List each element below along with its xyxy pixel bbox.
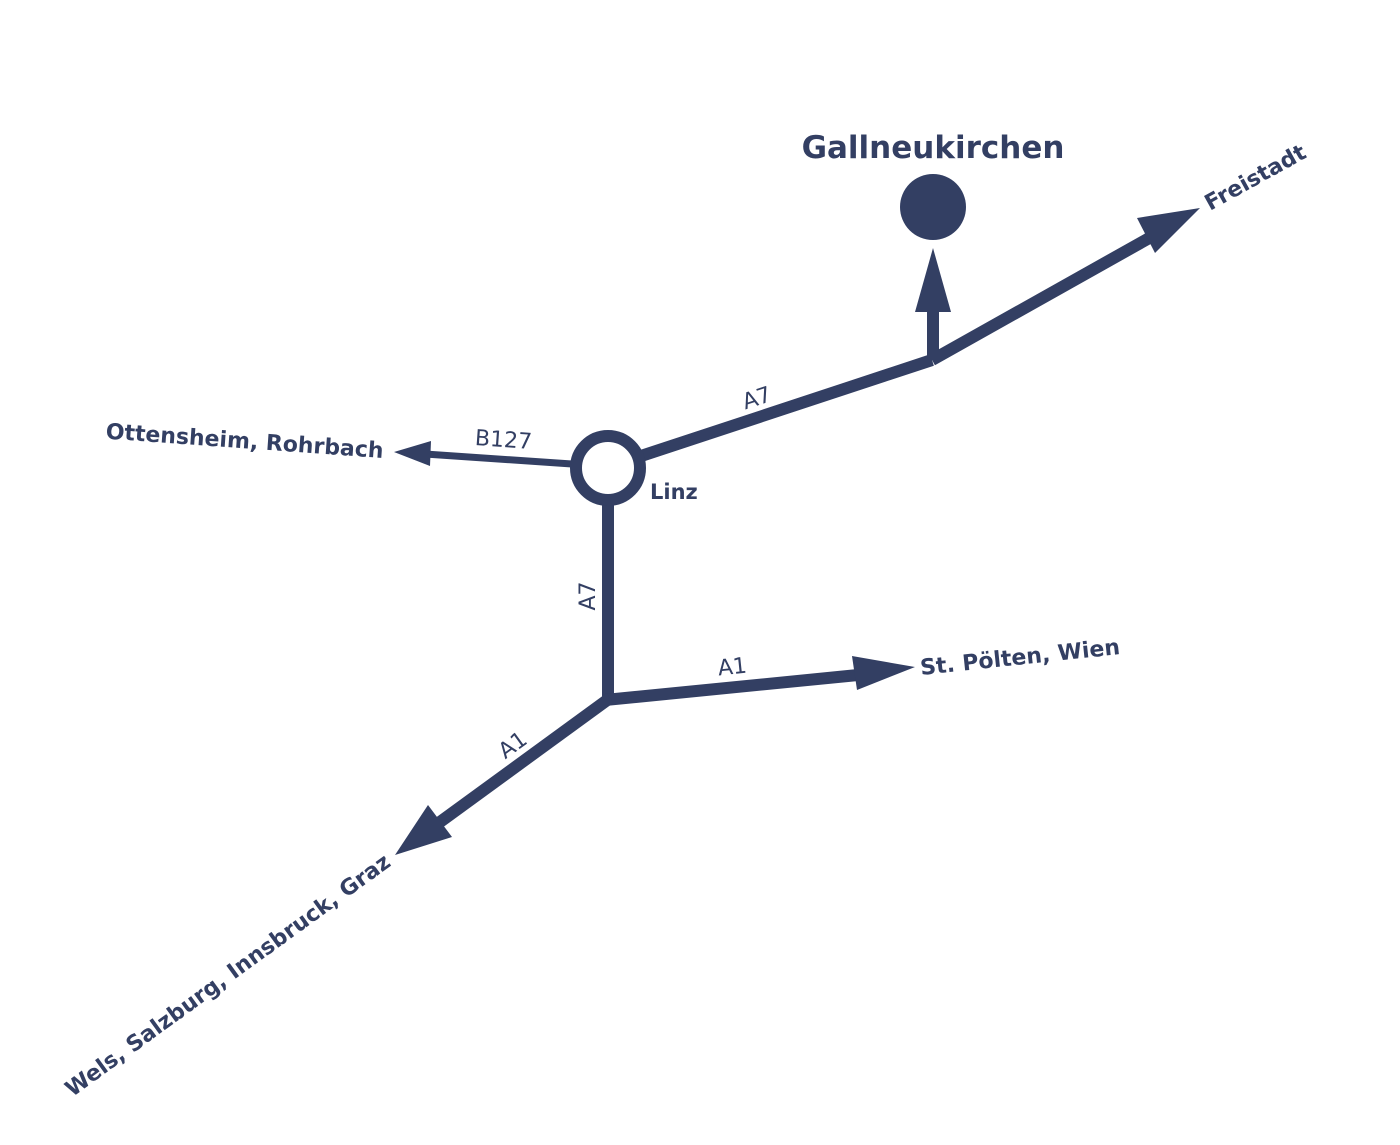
- road-a1-east: [604, 669, 859, 706]
- arrow-gallneukirchen-icon: [915, 248, 951, 312]
- road-label-b127: B127: [474, 426, 533, 455]
- destination-label-southwest: Wels, Salzburg, Innsbruck, Graz: [61, 850, 395, 1103]
- destination-label-freistadt: Freistadt: [1201, 140, 1311, 216]
- road-a7-northeast: [636, 354, 934, 463]
- arrow-west-icon: [394, 441, 431, 466]
- hub-city-label: Linz: [650, 480, 698, 504]
- road-label-a7-south: A7: [576, 581, 601, 610]
- roundabout-ring-icon: [570, 430, 646, 506]
- arrow-freistadt-icon: [1137, 208, 1200, 253]
- road-freistadt: [929, 226, 1163, 366]
- road-a1-southwest: [436, 693, 614, 827]
- destination-city-label: Gallneukirchen: [802, 130, 1065, 166]
- road-b127-west: [424, 450, 573, 468]
- location-dot-icon: [900, 174, 966, 240]
- arrow-east-icon: [852, 656, 915, 690]
- road-label-a1-east: A1: [717, 654, 749, 682]
- arrow-southwest-icon: [395, 805, 452, 855]
- destination-label-east: St. Pölten, Wien: [919, 635, 1121, 681]
- destination-label-west: Ottensheim, Rohrbach: [105, 420, 384, 464]
